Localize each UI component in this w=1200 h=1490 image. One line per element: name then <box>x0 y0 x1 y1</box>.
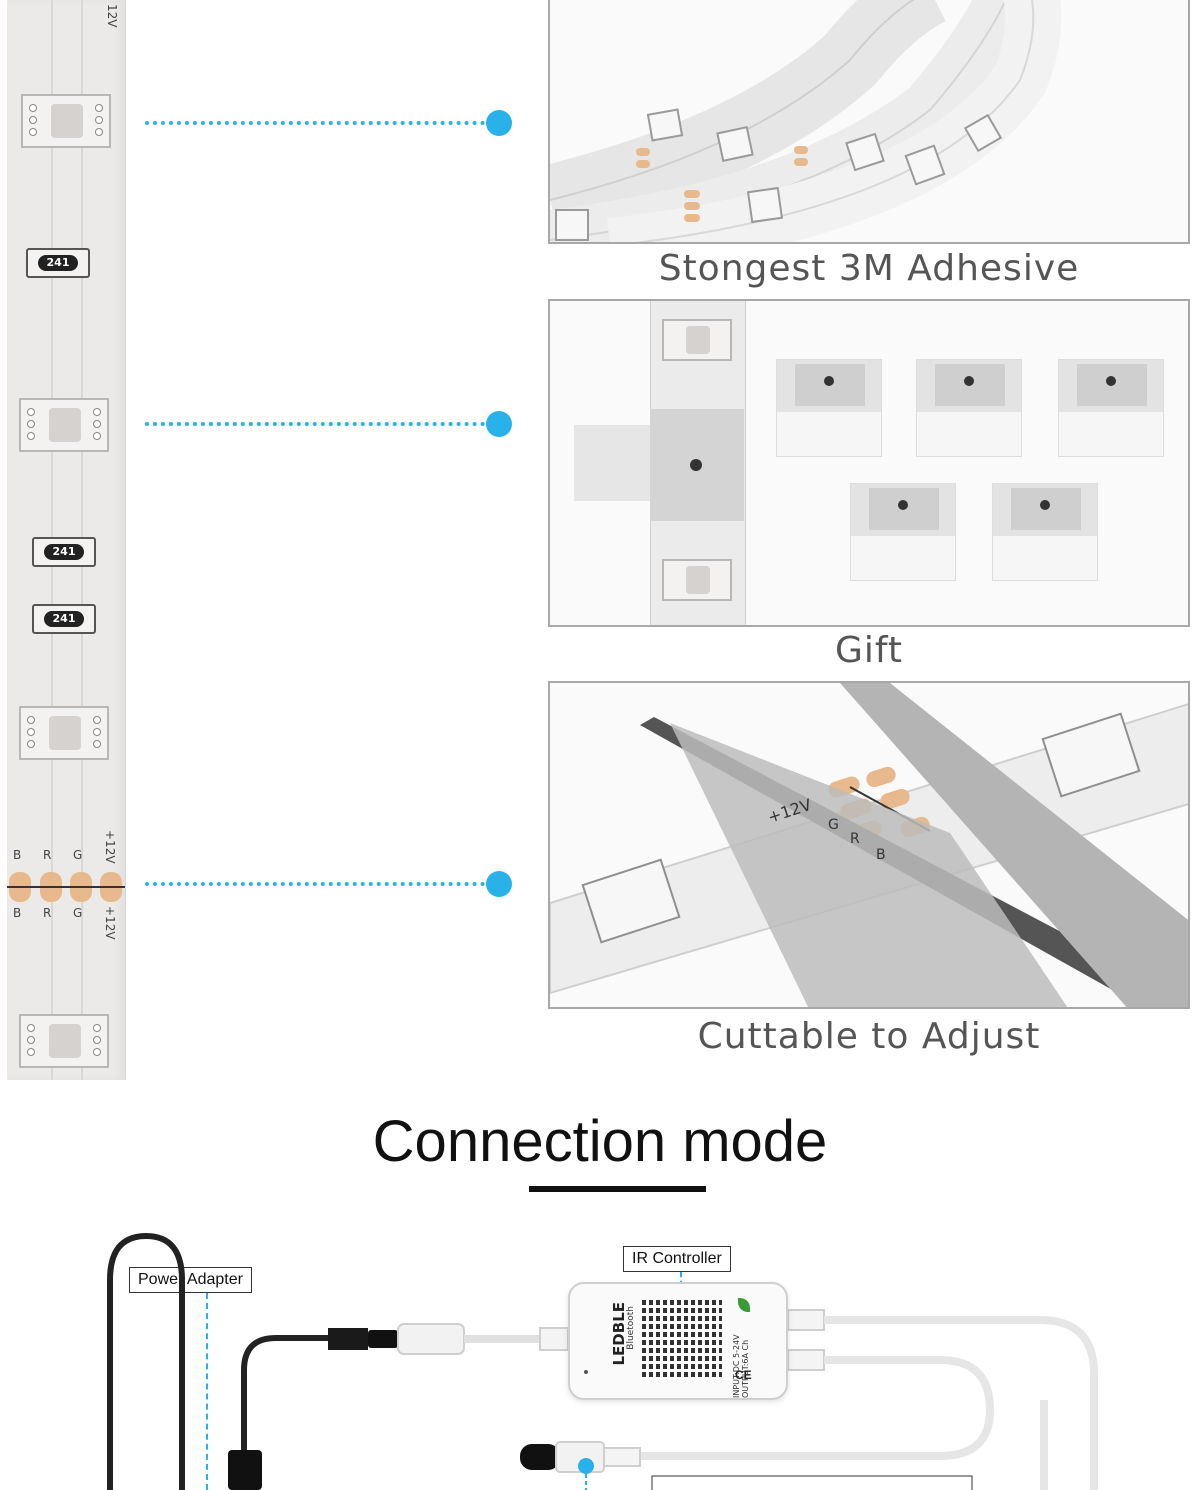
coiled-strip-illustration <box>550 0 1062 242</box>
led-chip <box>21 94 111 148</box>
mounting-clip <box>776 359 882 457</box>
gift-caption: Gift <box>834 630 904 671</box>
pin-label-r: R <box>43 848 52 862</box>
pin-label-b: B <box>13 848 22 862</box>
mounting-clip <box>1058 359 1164 457</box>
resistor: 241 <box>32 537 96 567</box>
cut-pin-g: G <box>828 817 839 833</box>
pin-label-12v: +12V <box>103 830 117 864</box>
connector-line <box>145 882 485 886</box>
cut-panel: +12V G R B <box>548 681 1190 1009</box>
led-chip <box>662 319 732 361</box>
power-adapter-pointer <box>206 1293 208 1490</box>
resistor: 241 <box>26 248 90 278</box>
connector-bullet <box>486 411 512 437</box>
resistor: 241 <box>32 604 96 634</box>
pin-label-12v: +12V <box>103 906 117 940</box>
power-adapter-label: Power Adapter <box>129 1267 252 1293</box>
led-chip <box>19 706 109 760</box>
pin-label-g: G <box>73 848 83 862</box>
led-chip <box>19 1014 109 1068</box>
scissors-illustration: +12V G R B <box>550 683 1188 1007</box>
ir-controller-label: IR Controller <box>623 1246 731 1272</box>
connector-line <box>145 121 485 125</box>
ce-mark: CE <box>735 1368 752 1382</box>
led-chip <box>662 559 732 601</box>
adhesive-panel <box>548 0 1190 244</box>
cut-pin-r: R <box>850 831 860 847</box>
ir-controller-pointer <box>680 1272 682 1286</box>
mounting-clip <box>850 483 956 581</box>
adhesive-caption: Stongest 3M Adhesive <box>658 248 1080 289</box>
strip-top-label: 12V <box>105 4 119 28</box>
heading-underline <box>529 1186 706 1192</box>
led-strip: 12V 241 241 241 B R G +12V B R G +12V <box>7 0 126 1080</box>
clip-mounted-body <box>650 409 744 521</box>
mounting-clip <box>992 483 1098 581</box>
connector-bullet <box>486 871 512 897</box>
controller-bluetooth: Bluetooth <box>626 1306 636 1350</box>
leaf-icon <box>738 1298 750 1312</box>
cut-pin-b: B <box>876 847 886 863</box>
mounting-clip <box>916 359 1022 457</box>
bluetooth-controller: LEDBLE Bluetooth INPUT:DC 5-24V OUTPUT:6… <box>568 1282 788 1400</box>
qr-code <box>642 1300 722 1380</box>
gift-panel <box>548 299 1190 627</box>
wiring-diagram <box>107 1232 1098 1490</box>
led-chip <box>19 398 109 452</box>
connector-bullet <box>486 110 512 136</box>
cut-caption: Cuttable to Adjust <box>697 1016 1041 1057</box>
controller-spec: INPUT:DC 5-24V OUTPUT:6A Ch <box>732 1334 750 1398</box>
pin-label-g: G <box>73 906 83 920</box>
pin-label-r: R <box>43 906 52 920</box>
cut-line <box>7 886 125 888</box>
pin-label-b: B <box>13 906 22 920</box>
section-heading: Connection mode <box>372 1109 828 1174</box>
indicator-dot <box>584 1370 588 1374</box>
connector-line <box>145 422 485 426</box>
